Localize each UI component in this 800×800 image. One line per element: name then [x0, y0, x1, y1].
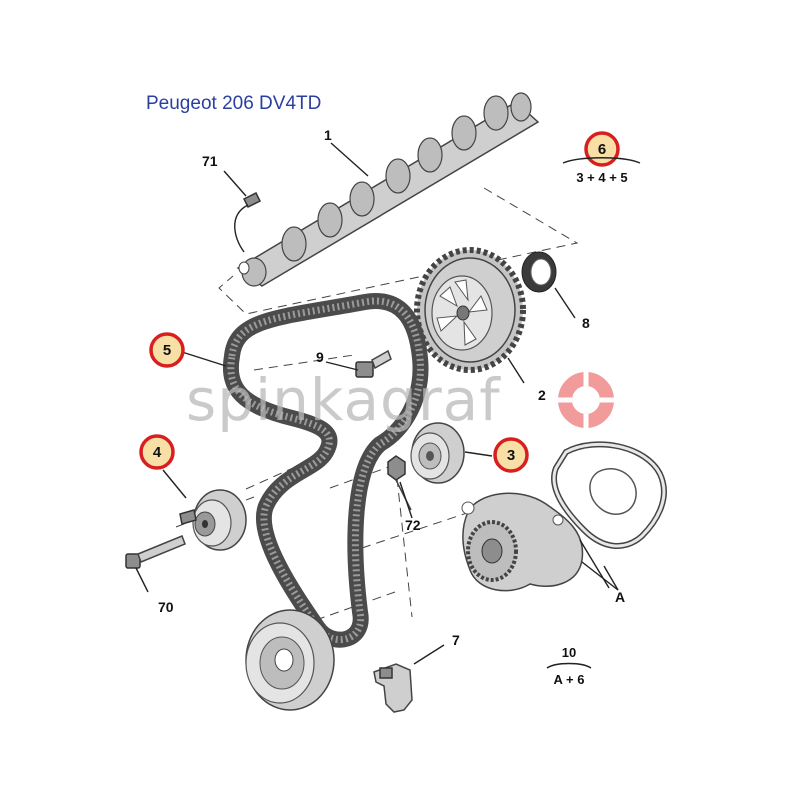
leader-lines: [135, 142, 619, 665]
kit-6-formula-text: 3 + 4 + 5: [576, 170, 627, 185]
callout-A: A: [615, 589, 625, 605]
idler-pulley-part-3: [410, 422, 465, 484]
watermark: spinkagraf: [186, 366, 614, 434]
svg-text:6: 6: [598, 141, 606, 158]
callout-72: 72: [405, 517, 421, 533]
sprocket-bolt-part-9: [355, 349, 392, 378]
callout-70: 70: [158, 599, 174, 615]
camshaft-sprocket-part-2: [414, 247, 526, 373]
diagram-title: Peugeot 206 DV4TD: [146, 93, 321, 114]
kit-6-formula: 3 + 4 + 5: [562, 157, 641, 185]
highlight-callout-5: 5: [149, 332, 185, 368]
tensioner-part-4: [179, 489, 247, 551]
svg-text:5: 5: [163, 342, 171, 359]
callout-1: 1: [324, 127, 332, 143]
highlight-callout-6: 6: [584, 131, 620, 167]
water-pump-gasket: [551, 441, 667, 550]
kit-10-formula-text: A + 6: [554, 672, 585, 687]
callout-9: 9: [316, 349, 324, 365]
timing-sensor-part-7: [373, 663, 413, 713]
timing-belt-part-5: [222, 293, 429, 648]
callout-7: 7: [452, 632, 460, 648]
svg-text:4: 4: [153, 444, 162, 461]
woodruff-key-part-71: [234, 191, 262, 253]
highlight-callout-3: 3: [493, 437, 529, 473]
camshaft-part-1: [236, 92, 540, 287]
kit-10-number: 10: [562, 645, 576, 660]
callout-2: 2: [538, 387, 546, 403]
watermark-text: spinkagraf: [186, 366, 501, 434]
crankshaft-pulley: [245, 609, 335, 711]
tensioner-bolt-part-70: [125, 535, 186, 569]
highlight-callout-4: 4: [139, 434, 175, 470]
callout-71: 71: [202, 153, 218, 169]
water-pump-part-A: [461, 492, 584, 592]
callout-8: 8: [582, 315, 590, 331]
callouts: 1 71 8 9 2 72 70 7 A: [158, 127, 625, 648]
stud-nut-part-72: [387, 455, 412, 511]
oil-seal-part-8: [521, 251, 557, 293]
highlighted-callouts: 6 5 4 3: [139, 131, 620, 473]
kit-10-formula: 10 A + 6: [546, 645, 592, 687]
svg-text:3: 3: [507, 447, 515, 464]
lifebuoy-icon: [558, 372, 614, 428]
